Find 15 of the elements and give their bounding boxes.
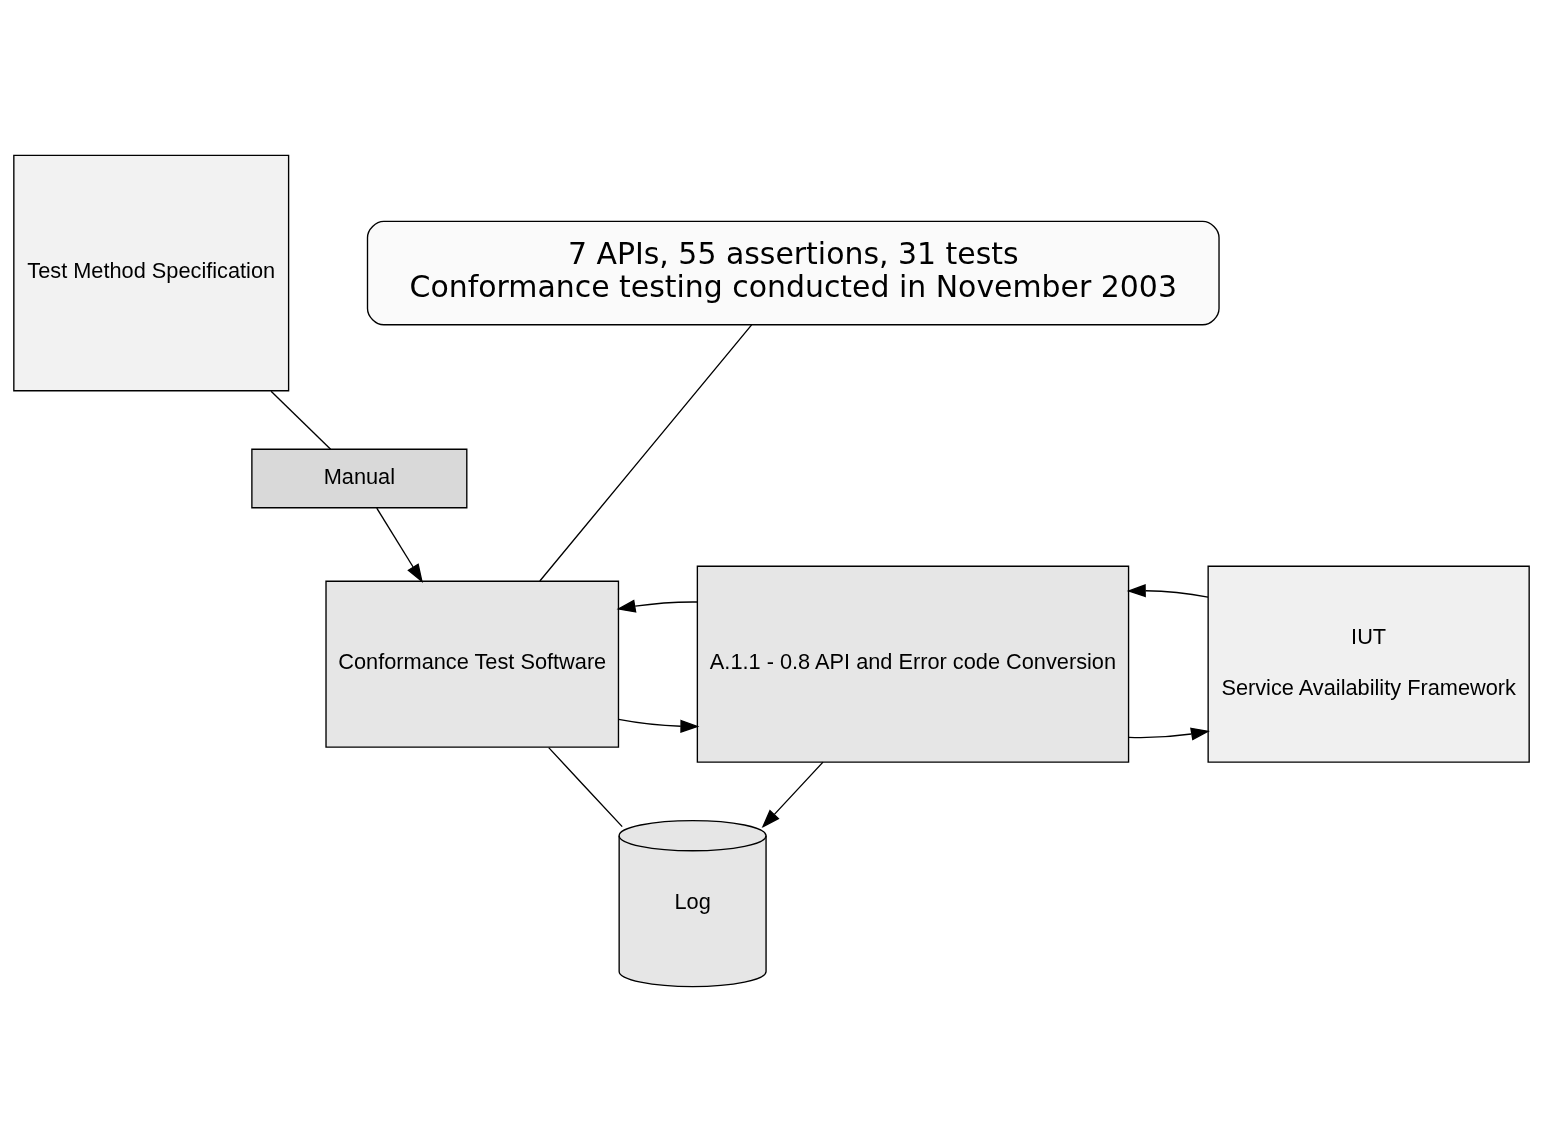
arrow (761, 760, 824, 828)
arrow (617, 718, 700, 733)
node-box: Conformance Test Software (325, 580, 620, 748)
connector (548, 746, 623, 827)
connector (539, 323, 753, 582)
node-box: A.1.1 - 0.8 API and Error code Conversion (696, 565, 1130, 763)
arrow (616, 599, 699, 613)
arrow (1126, 583, 1209, 598)
node-box: 7 APIs, 55 assertions, 31 tests Conformance testing conducted in November 2003 (366, 220, 1220, 325)
connector (270, 390, 332, 450)
node-box: IUT Service Availability Framework (1207, 565, 1530, 763)
node-box: Manual (251, 448, 468, 508)
arrow (376, 506, 423, 583)
node-box: Test Method Specification (13, 154, 290, 391)
arrow (1128, 726, 1210, 741)
